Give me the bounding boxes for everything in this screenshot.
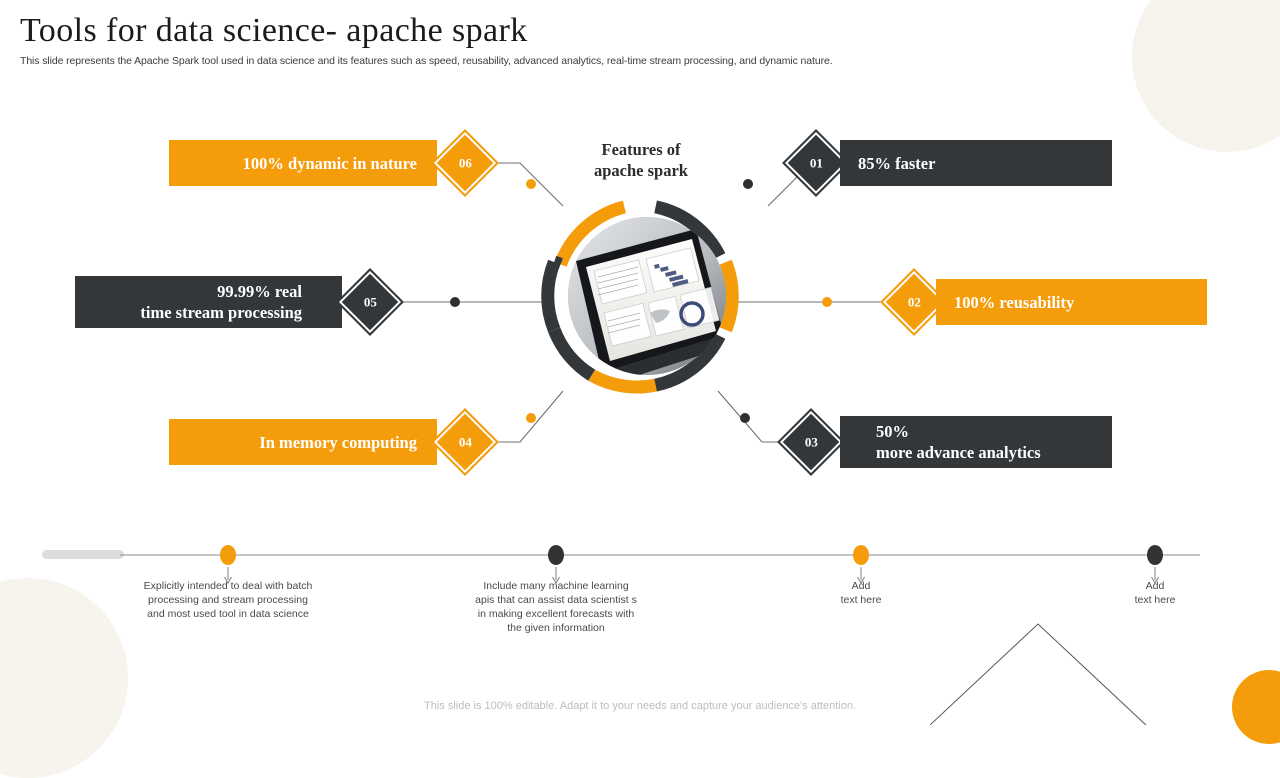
timeline-caption-2-line2: apis that can assist data scientist s — [475, 594, 637, 606]
node-06-label: 100% dynamic in nature — [242, 153, 417, 173]
node-01-number: 01 — [809, 155, 823, 170]
timeline-pin-3 — [853, 545, 869, 565]
node-03-label-line2: more advance analytics — [876, 443, 1041, 462]
timeline-caption-4: Add text here — [1085, 579, 1225, 607]
node-01-label: 85% faster — [858, 153, 936, 173]
node-05-label-line1: 99.99% real — [217, 282, 302, 301]
timeline-caption-2-line3: in making excellent forecasts with — [477, 608, 635, 620]
timeline-pin-1 — [220, 545, 236, 565]
node-06-bar[interactable]: 100% dynamic in nature — [169, 140, 437, 186]
hub-photo — [568, 217, 726, 375]
timeline-caption-4-line1: Add — [1145, 580, 1165, 592]
connector-lines — [394, 162, 888, 443]
hub — [520, 196, 760, 396]
node-01-bar[interactable]: 85% faster — [840, 140, 1112, 186]
connector-dot-02 — [822, 297, 832, 307]
timeline-start-bar — [42, 550, 124, 559]
node-03-number: 03 — [804, 434, 818, 449]
page-title: Tools for data science- apache spark — [20, 12, 528, 49]
timeline: Explicitly intended to deal with batch p… — [0, 525, 1280, 655]
node-04-bar[interactable]: In memory computing — [169, 419, 437, 465]
node-05-bar[interactable]: 99.99% real time stream processing — [75, 276, 342, 328]
node-02-number: 02 — [907, 294, 921, 309]
center-title-line1: Features of — [601, 140, 681, 159]
center-title: Features of apache spark — [556, 139, 726, 181]
node-02-label: 100% reusability — [954, 292, 1075, 312]
timeline-pin-4 — [1147, 545, 1163, 565]
node-02-bar[interactable]: 100% reusability — [936, 279, 1207, 325]
connector-dot-05 — [450, 297, 460, 307]
timeline-caption-1: Explicitly intended to deal with batch p… — [118, 579, 338, 621]
timeline-caption-1-line2: processing and stream processing — [148, 594, 308, 606]
page-subtitle: This slide represents the Apache Spark t… — [20, 55, 833, 67]
timeline-caption-2: Include many machine learning apis that … — [446, 579, 666, 635]
node-05-label-line2: time stream processing — [140, 303, 302, 322]
node-06-number: 06 — [458, 155, 472, 170]
timeline-caption-1-line3: and most used tool in data science — [147, 608, 309, 620]
center-title-line2: apache spark — [594, 161, 688, 180]
timeline-caption-3: Add text here — [791, 579, 931, 607]
node-04-label: In memory computing — [259, 432, 417, 452]
node-03-bar[interactable]: 50% more advance analytics — [840, 416, 1112, 468]
timeline-caption-1-line1: Explicitly intended to deal with batch — [143, 580, 313, 592]
connector-dot-03 — [740, 413, 750, 423]
hub-ring — [541, 200, 739, 394]
node-03-label-line1: 50% — [876, 422, 909, 441]
connector-dot-04 — [526, 413, 536, 423]
timeline-graphics — [42, 545, 1200, 585]
decorative-chevron-outline — [930, 623, 1147, 725]
timeline-caption-4-line2: text here — [1134, 594, 1176, 606]
timeline-caption-2-line4: the given information — [507, 622, 605, 634]
timeline-pin-2 — [548, 545, 564, 565]
node-05-number: 05 — [363, 294, 377, 309]
slide-footer-note: This slide is 100% editable. Adapt it to… — [424, 700, 856, 712]
connector-dot-01 — [743, 179, 753, 189]
timeline-caption-3-line1: Add — [851, 580, 871, 592]
timeline-caption-2-line1: Include many machine learning — [483, 580, 629, 592]
node-04-number: 04 — [458, 434, 472, 449]
connector-dot-06 — [526, 179, 536, 189]
timeline-caption-3-line2: text here — [840, 594, 882, 606]
